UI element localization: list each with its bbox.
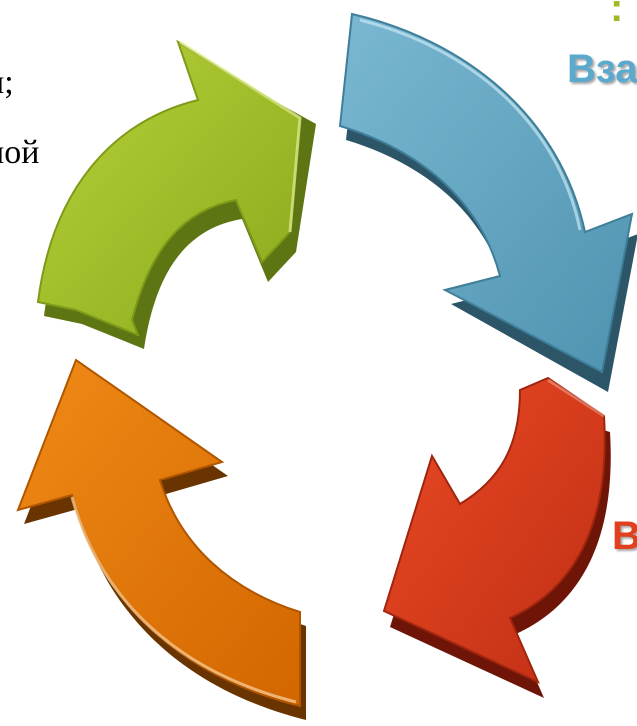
blue-arrow-body — [338, 12, 634, 374]
orange-arrow — [16, 358, 306, 720]
orange-arrow-body — [16, 358, 301, 708]
blue-arrow — [338, 12, 637, 392]
body-text-line-1: и; — [0, 64, 14, 101]
green-arrow-body — [36, 39, 302, 337]
green-arrow — [36, 39, 316, 349]
body-text-line-2: ной — [0, 134, 40, 171]
top-colon-text: : — [610, 0, 624, 30]
red-arrow-body — [382, 376, 606, 685]
red-arrow — [382, 376, 611, 698]
red-stage-label: В — [612, 514, 637, 558]
blue-stage-label: Вза — [567, 47, 637, 91]
